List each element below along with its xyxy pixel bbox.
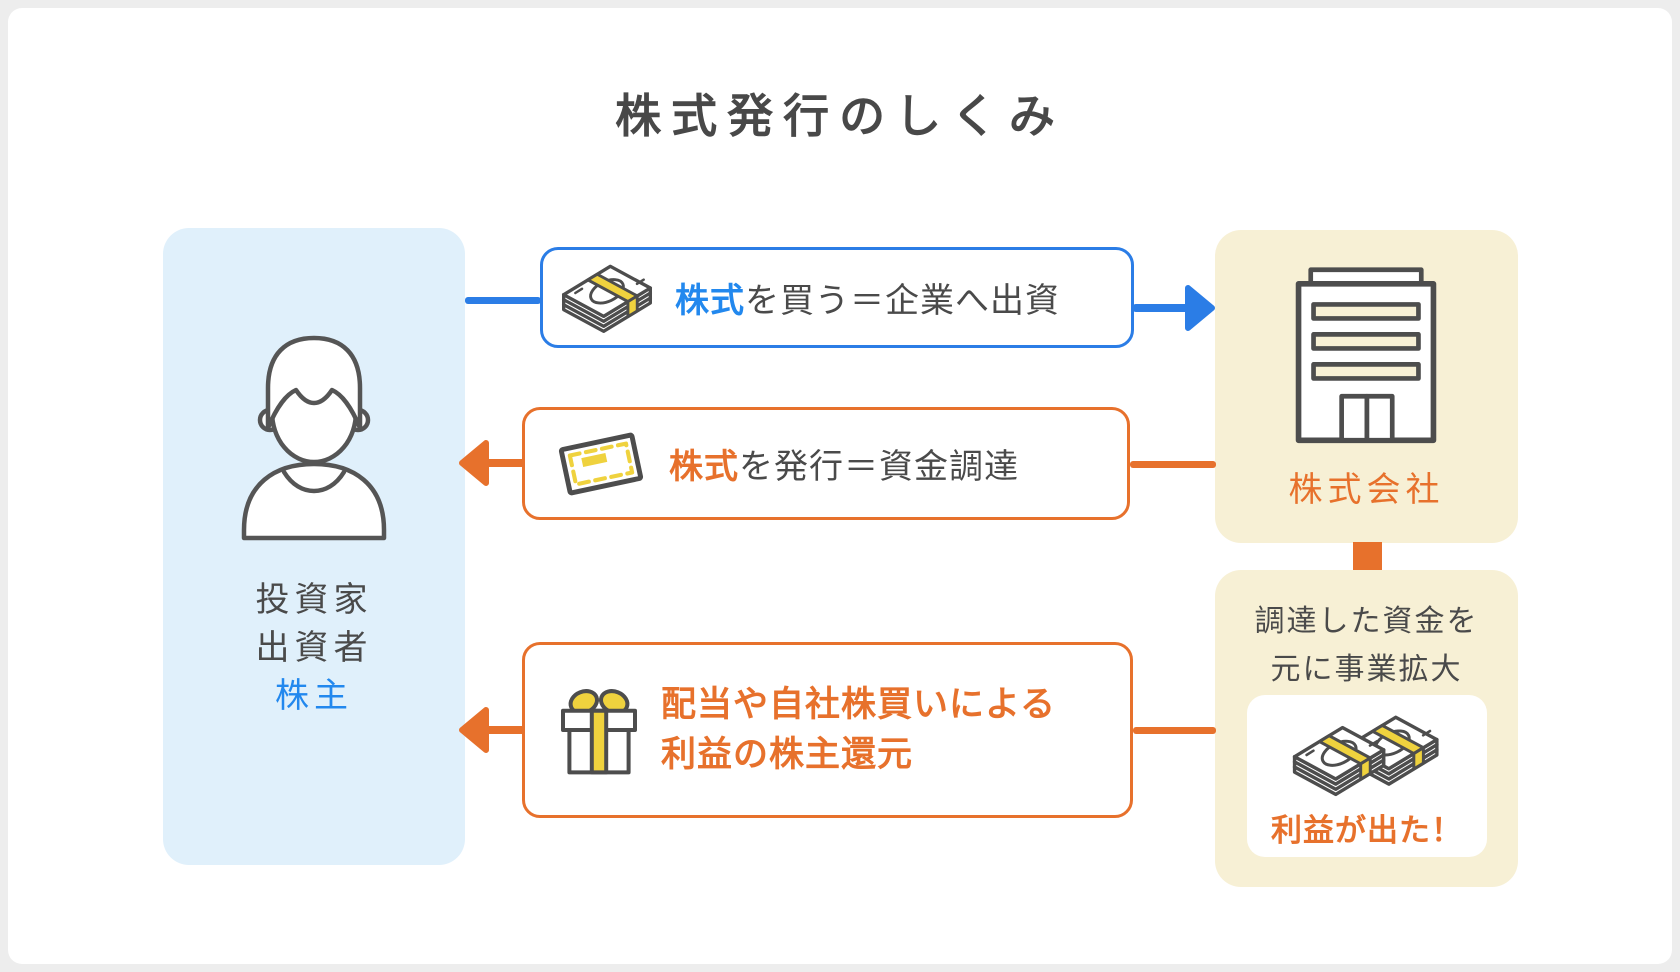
flow-box-return: 配当や自社株買いによる 利益の株主還元 [522,642,1133,818]
stock-certificate-icon [558,432,644,495]
flow-box-buy: 株式を買う＝企業へ出資 [540,247,1134,348]
investor-label-1: 投資家 [255,581,373,619]
investor-panel: 投資家 出資者 株主 [163,228,465,865]
profit-label: 利益が出た！ [1271,813,1463,848]
flow-return-line-1: 配当や自社株買いによる [661,685,1056,724]
flow-issue-rest: を発行＝資金調達 [739,448,1019,486]
flow-buy-highlight: 株式 [675,282,745,320]
investor-label-2: 出資者 [255,629,373,667]
company-expansion-connector [1353,542,1382,571]
flow-issue-text: 株式を発行＝資金調達 [669,439,1019,488]
page-title: 株式発行のしくみ [615,90,1065,142]
flow-buy-text: 株式を買う＝企業へ出資 [675,273,1060,322]
investor-labels: 投資家 出資者 株主 [163,576,465,720]
person-icon [241,335,387,541]
profit-money-icon [1292,715,1439,797]
flow-return-line-2: 利益の株主還元 [661,735,914,774]
expansion-panel: 調達した資金を 元に事業拡大 利益が出た！ [1215,570,1518,887]
money-stack-icon [562,264,652,333]
company-panel: 株式会社 [1215,230,1518,543]
profit-card: 利益が出た！ [1247,695,1487,857]
return-to-investor-arrow [459,707,524,753]
expansion-text: 調達した資金を 元に事業拡大 [1215,598,1518,694]
investor-label-shareholder: 株主 [275,677,353,715]
building-icon [1295,267,1437,444]
flow-box-issue: 株式を発行＝資金調達 [522,407,1130,520]
expansion-line-1: 調達した資金を [1254,605,1479,638]
flow-issue-highlight: 株式 [669,448,739,486]
company-label: 株式会社 [1288,471,1445,509]
gift-icon [561,689,637,775]
company-to-issue-line [1130,461,1216,468]
investor-to-buy-line [465,297,541,304]
flow-buy-rest: を買う＝企業へ出資 [745,282,1060,320]
expansion-to-return-line [1133,727,1216,734]
expansion-line-2: 元に事業拡大 [1270,653,1463,686]
issue-to-investor-arrow [459,440,524,486]
flow-return-text: 配当や自社株買いによる 利益の株主還元 [661,680,1056,780]
buy-to-company-arrow [1134,285,1215,331]
